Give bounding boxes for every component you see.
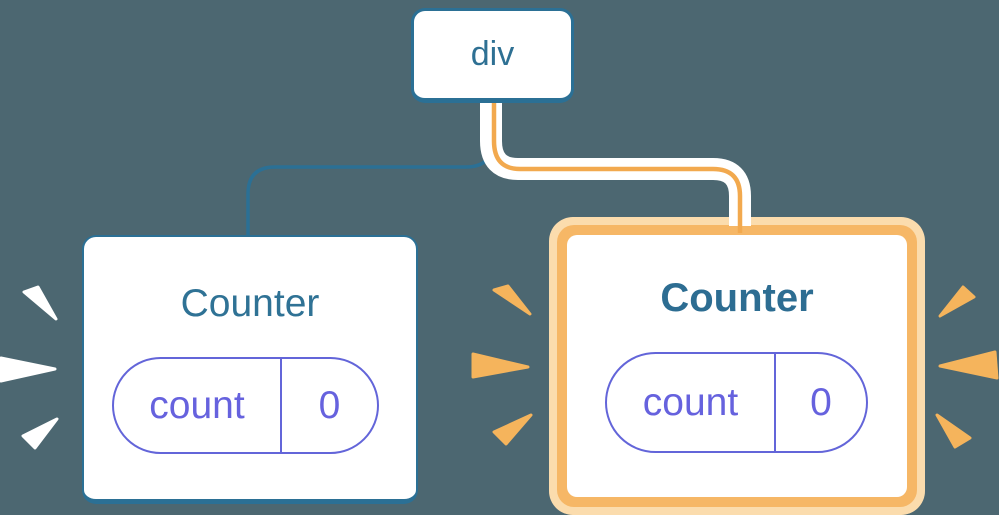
spark-icon: [471, 352, 530, 379]
state-pill: count 0: [605, 352, 868, 453]
root-node: div: [411, 8, 574, 103]
spark-icon: [935, 413, 972, 449]
counter-card: Counter count 0: [82, 235, 418, 504]
state-key-label: count: [114, 359, 282, 452]
counter-card-highlighted: Counter count 0: [549, 217, 925, 515]
state-value-label: 0: [810, 380, 832, 424]
edge-to-right-counter: [491, 103, 743, 233]
state-pill: count 0: [112, 357, 379, 454]
spark-burst-middle: [471, 284, 533, 446]
spark-icon: [938, 350, 999, 380]
edge-to-right-counter-casing: [480, 103, 751, 226]
spark-icon: [492, 284, 532, 316]
spark-icon: [492, 413, 533, 446]
spark-icon: [21, 417, 59, 450]
edge-to-left-counter: [246, 102, 495, 237]
state-key-label: count: [607, 354, 776, 451]
spark-icon: [22, 285, 58, 321]
spark-icon: [0, 356, 57, 383]
component-name-label: Counter: [660, 276, 814, 320]
state-value-label: 0: [318, 383, 341, 427]
spark-burst-right: [935, 285, 999, 449]
root-node-label: div: [470, 35, 515, 73]
spark-icon: [938, 285, 976, 318]
component-name-label: Counter: [180, 282, 320, 325]
spark-burst-left: [0, 285, 59, 450]
